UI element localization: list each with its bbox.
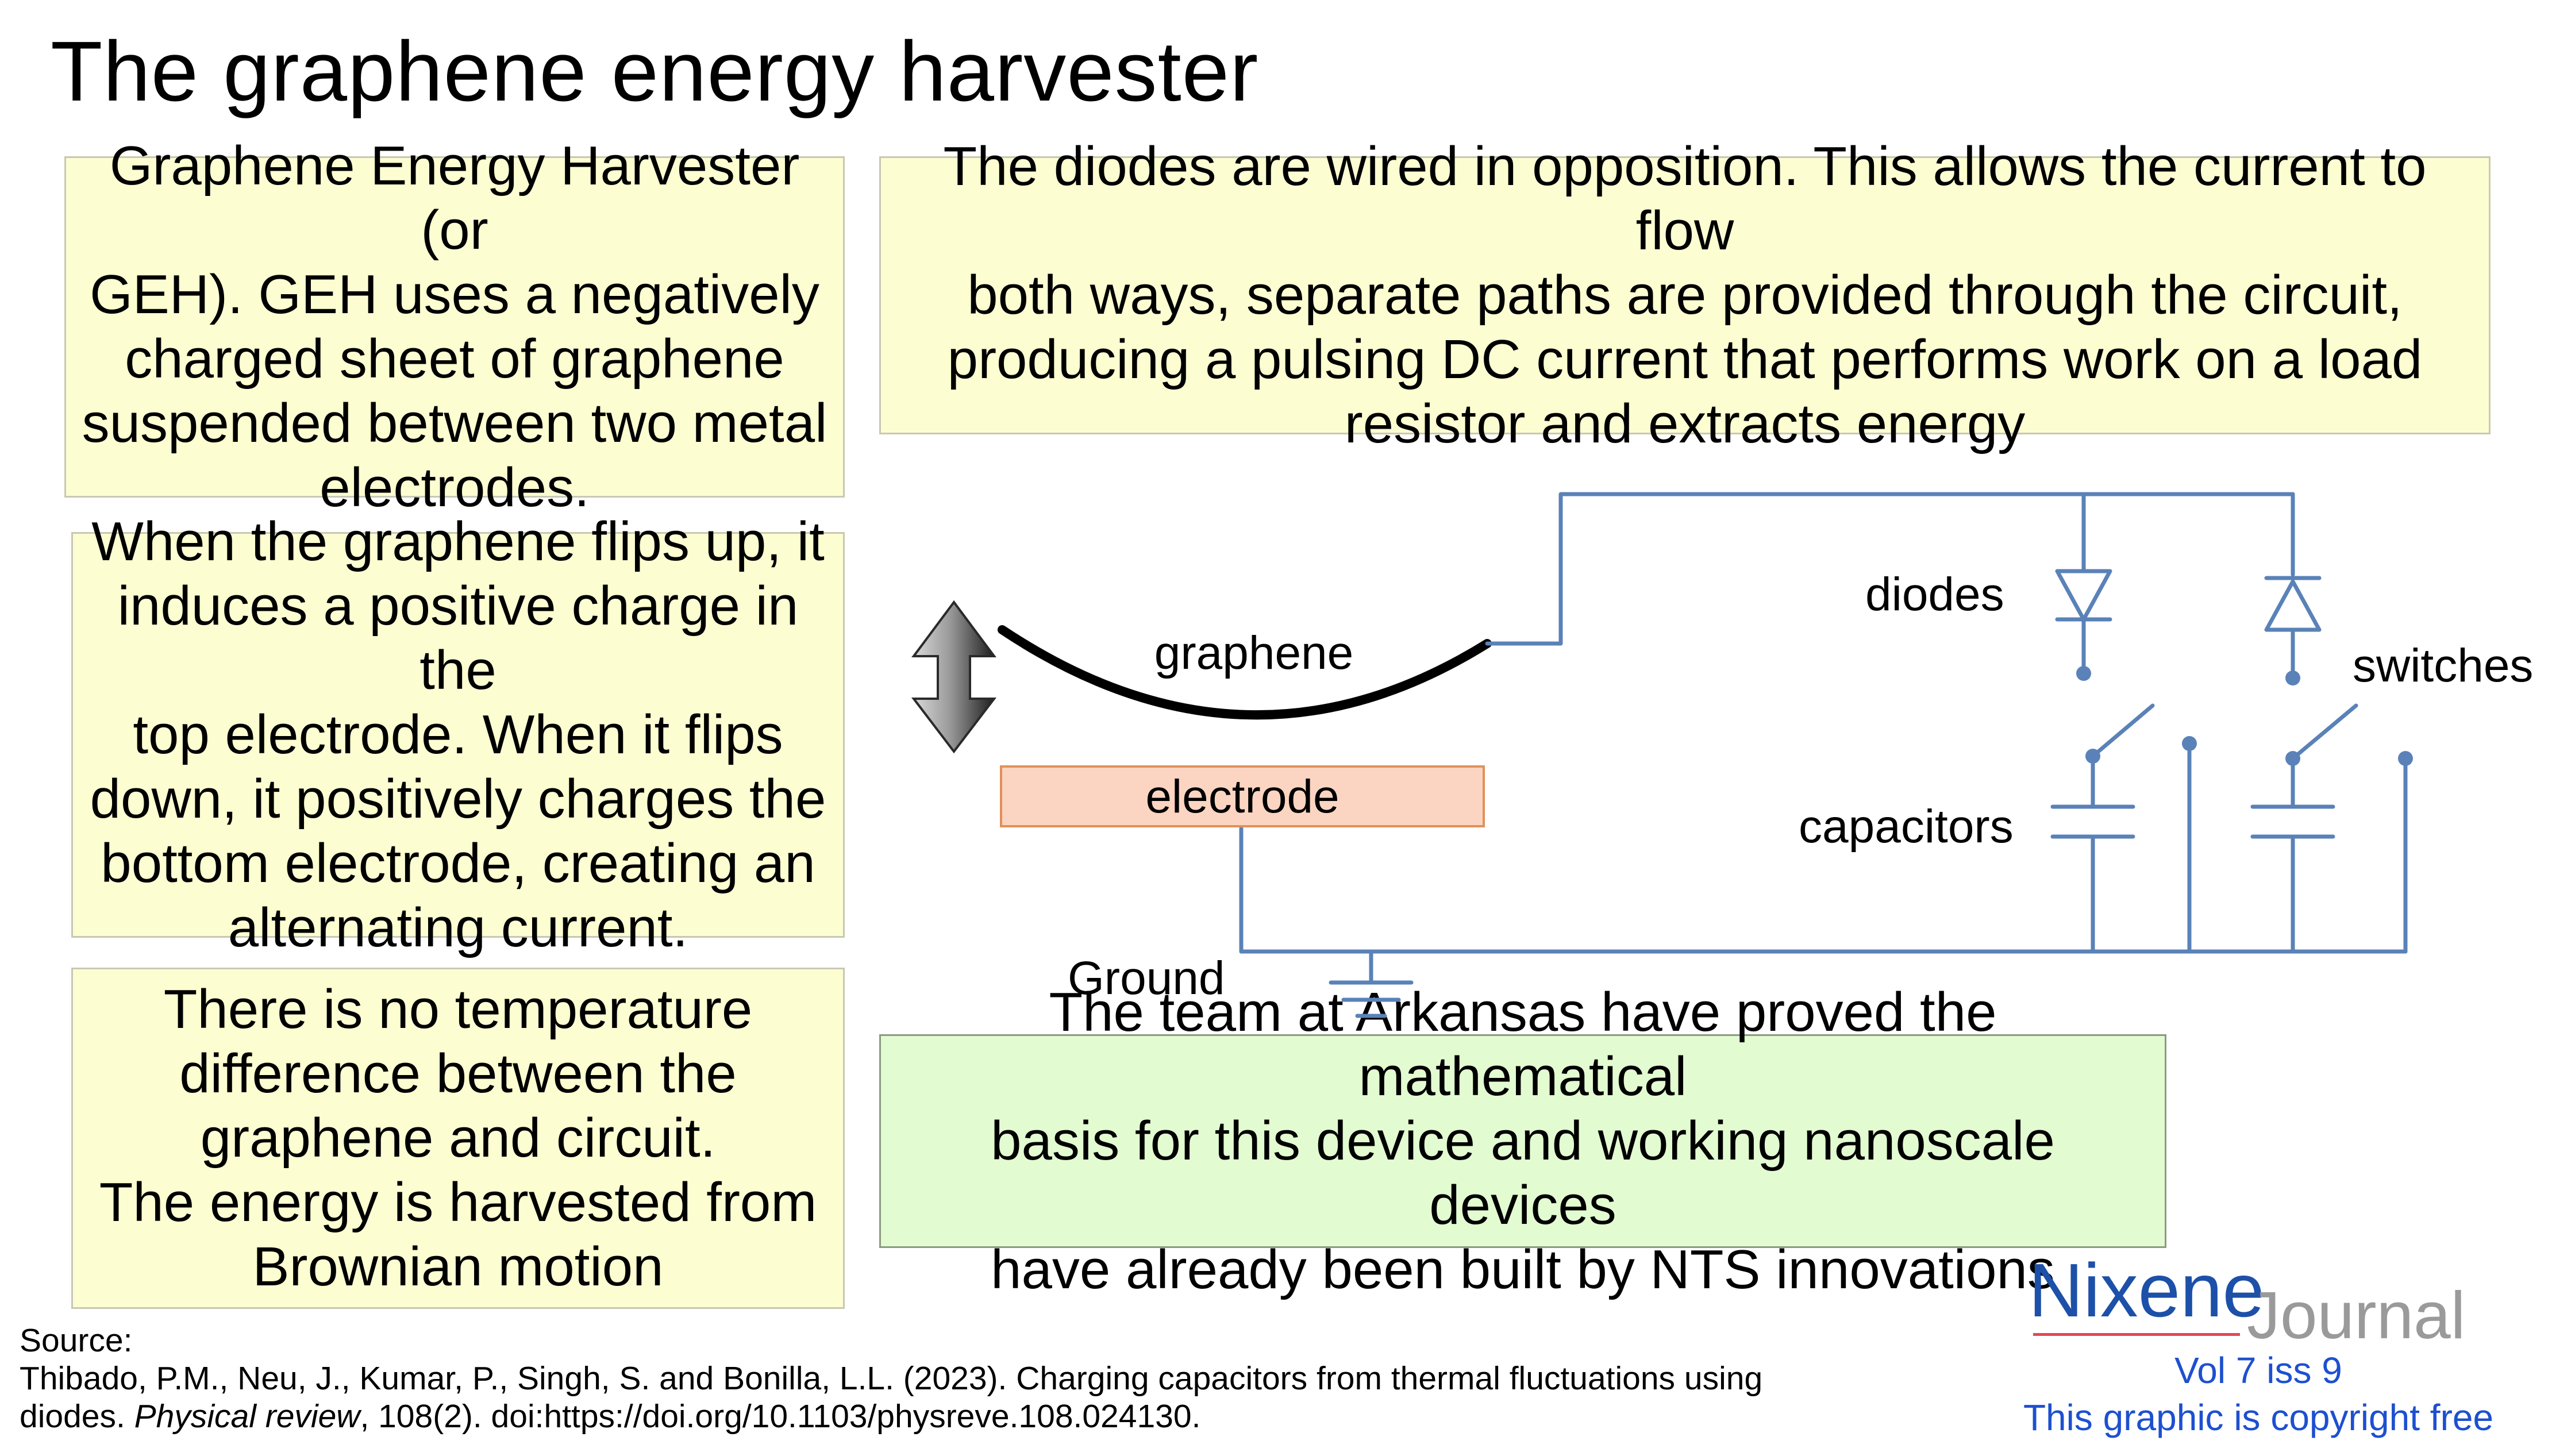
electrode-bar	[1000, 765, 1485, 827]
switch1-blade	[2091, 703, 2155, 758]
page-title: The graphene energy harvester	[51, 24, 1259, 119]
copyright-label: This graphic is copyright free	[2023, 1397, 2494, 1438]
diode1-node	[2076, 666, 2091, 681]
graphene-wire	[1485, 492, 2295, 646]
brownian-text: There is no temperature difference betwe…	[99, 979, 817, 1297]
ground-label: Ground	[1068, 952, 1225, 1004]
geh-intro-text: Graphene Energy Harvester (or GEH). GEH …	[82, 135, 827, 518]
switches-label: switches	[2353, 640, 2533, 692]
diodes-label: diodes	[1865, 568, 2004, 621]
capacitors-label: capacitors	[1799, 800, 2014, 853]
logo-nixene: Nixene	[2028, 1248, 2265, 1332]
diode1-symbol	[2055, 569, 2112, 622]
flip-explanation-text: When the graphene flips up, it induces a…	[90, 511, 826, 958]
switch2-contact	[2398, 751, 2413, 766]
logo-journal: Journal	[2247, 1278, 2466, 1353]
switch2-pivot	[2285, 751, 2300, 766]
diode2-node	[2285, 671, 2300, 685]
switch1-contact	[2182, 736, 2197, 751]
geh-intro-box: Graphene Energy Harvester (or GEH). GEH …	[64, 135, 845, 518]
brownian-box: There is no temperature difference betwe…	[71, 968, 845, 1309]
graphene-label: graphene	[1154, 627, 1354, 679]
volume-label: Vol 7 iss 9	[2174, 1350, 2342, 1391]
source-line-2: diodes. Physical review, 108(2). doi:htt…	[20, 1397, 1762, 1435]
flip-explanation-box: When the graphene flips up, it induces a…	[71, 511, 845, 958]
diodes-explanation-text: The diodes are wired in opposition. This…	[943, 136, 2427, 454]
switch2-blade	[2291, 703, 2358, 761]
electrode-label: electrode	[1145, 771, 1339, 823]
source-line-2-post: , 108(2). doi:https://doi.org/10.1103/ph…	[360, 1398, 1201, 1435]
source-citation: Source: Thibado, P.M., Neu, J., Kumar, P…	[20, 1322, 1762, 1435]
graphene-sheet	[998, 625, 1492, 720]
arkansas-box: The team at Arkansas have proved the mat…	[879, 981, 2166, 1300]
switch1-pivot	[2085, 749, 2100, 764]
arkansas-text: The team at Arkansas have proved the mat…	[991, 981, 2055, 1300]
diodes-explanation-box: The diodes are wired in opposition. This…	[879, 136, 2491, 454]
flip-arrow-icon	[911, 600, 997, 754]
logo-underline	[2033, 1333, 2240, 1336]
source-line-1: Thibado, P.M., Neu, J., Kumar, P., Singh…	[20, 1360, 1763, 1397]
source-journal: Physical review	[134, 1398, 360, 1435]
source-heading: Source:	[20, 1322, 133, 1359]
diode2-symbol	[2264, 579, 2322, 632]
source-line-2-pre: diodes.	[20, 1398, 134, 1435]
